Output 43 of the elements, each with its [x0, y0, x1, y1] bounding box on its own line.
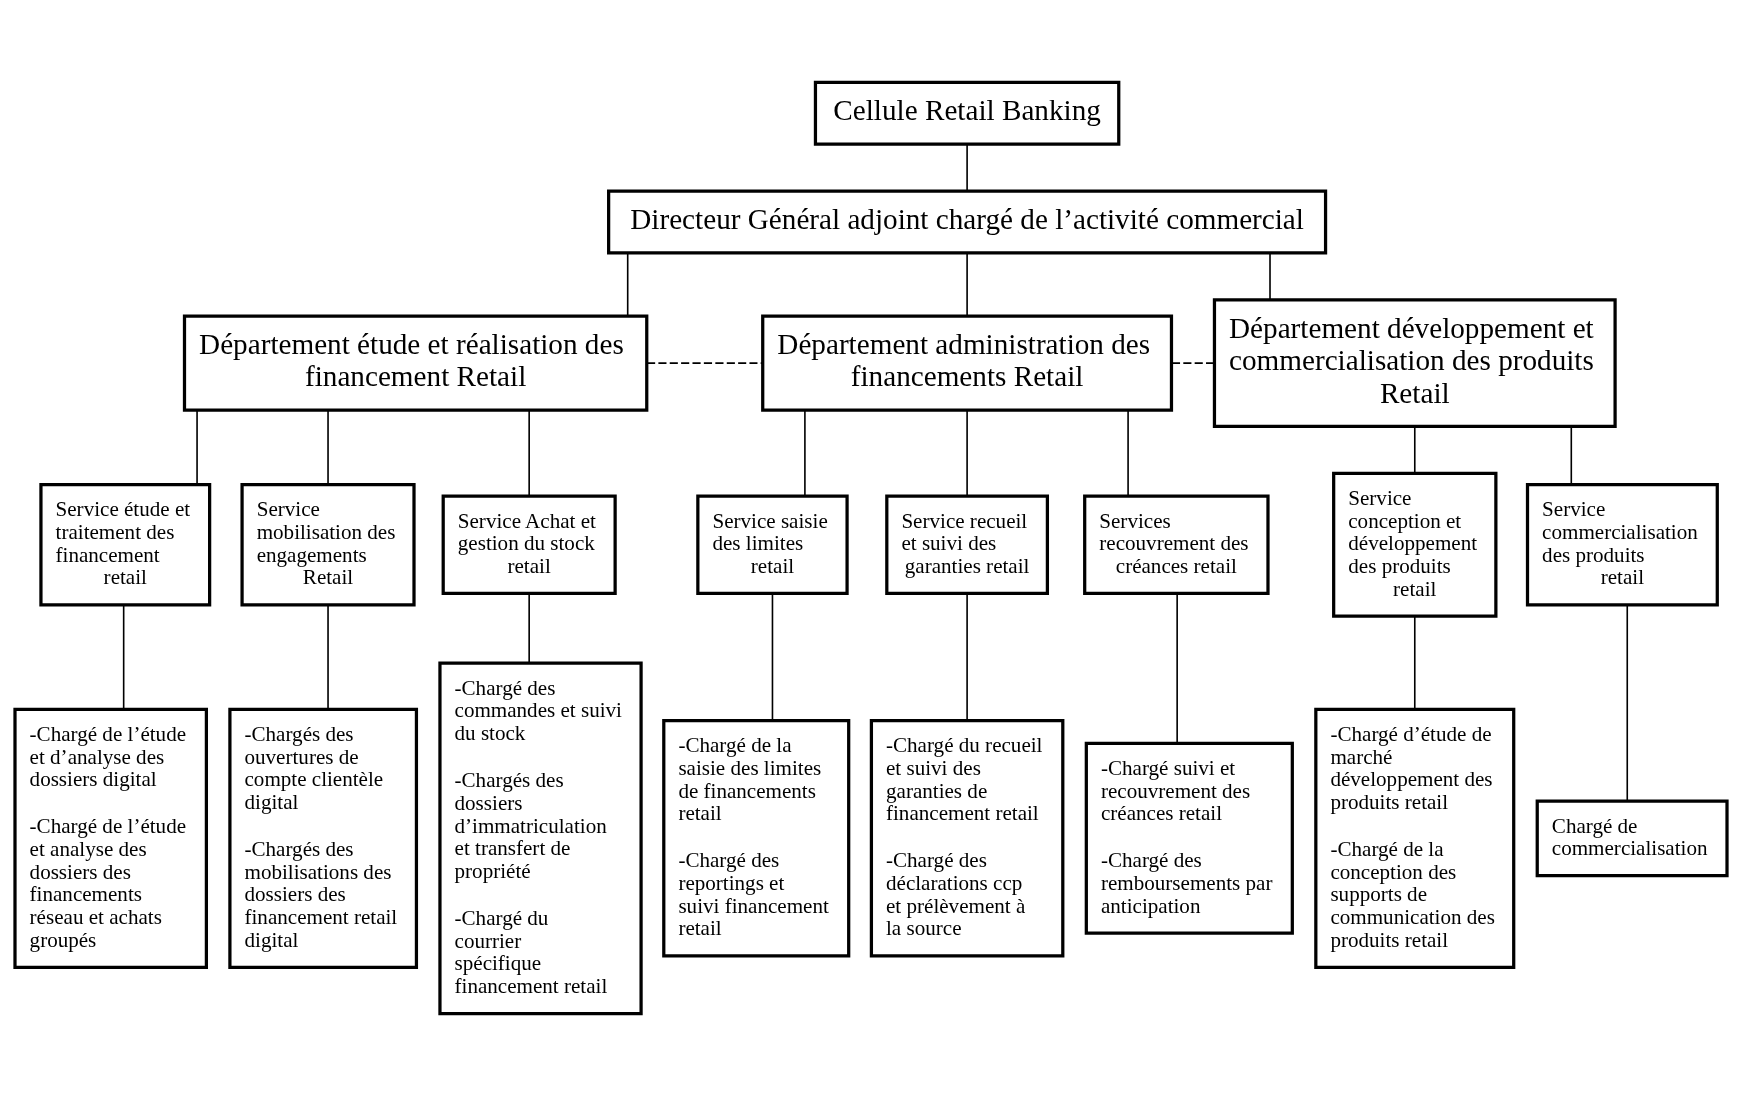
node-box: -Chargé suivi et recouvrement des créances retail -Chargé des remboursements par anticipation [1084, 741, 1294, 935]
connector [327, 409, 329, 486]
node-box: Directeur Général adjoint chargé de l’activité commercial [607, 189, 1328, 255]
node-box: Service recueil et suivi des garanties retail [885, 494, 1049, 596]
node-box: Chargé de commercialisation [1535, 799, 1729, 878]
node-box: Cellule Retail Banking [813, 80, 1121, 146]
node-box: Service conception et développement des produits retail [1332, 471, 1498, 618]
connector [646, 362, 764, 364]
connector [626, 252, 629, 317]
node-box: Département étude et réalisation des financement Retail [182, 314, 649, 412]
connector [1127, 409, 1129, 497]
node-box: -Chargé de l’étude et d’analyse des dossiers digital -Chargé de l’étude et analyse des dossiers des financements réseau et achats groupés [13, 707, 208, 969]
connector [1269, 252, 1271, 301]
connector [1413, 425, 1416, 474]
node-box: Service mobilisation des engagements Retail [240, 483, 416, 607]
connector [1413, 615, 1416, 710]
connector [1570, 425, 1573, 486]
connector [966, 593, 968, 722]
node-box: -Chargé de la saisie des limites de financements retail -Chargé des reportings et suivi financement retail [662, 719, 851, 958]
connector [966, 143, 968, 192]
node-box: Service saisie des limites retail [696, 494, 849, 596]
connector [1176, 593, 1178, 745]
node-box: -Chargé du recueil et suivi des garanties de financement retail -Chargé des déclarations ccp et prélèvement à la source [869, 719, 1065, 958]
connector [528, 593, 530, 664]
connector [327, 604, 329, 711]
node-box: -Chargés des ouvertures de compte clientèle digital -Chargés des mobilisations des dossiers des financement retail digital [228, 707, 419, 969]
connector [196, 409, 198, 486]
node-box: Département administration des financements Retail [761, 314, 1174, 412]
node-box: -Chargé d’étude de marché développement des produits retail -Chargé de la conception des supports de communication des produits retail [1314, 707, 1516, 969]
connector [966, 409, 968, 497]
node-box: Services recouvrement des créances retail [1083, 494, 1270, 596]
node-box: Service commercialisation des produits retail [1525, 483, 1719, 607]
connector [528, 409, 530, 497]
node-box: Service étude et traitement des financement retail [39, 483, 212, 607]
connector [1171, 362, 1215, 364]
node-box: Service Achat et gestion du stock retail [441, 494, 617, 596]
node-box: Département développement et commercialisation des produits Retail [1212, 298, 1617, 428]
node-box: -Chargé des commandes et suivi du stock -Chargés des dossiers d’immatriculation et transfert de propriété -Chargé du courrier spécifique financement retail [438, 661, 643, 1016]
connector [966, 252, 968, 317]
connector [804, 409, 806, 497]
connector [122, 604, 125, 711]
connector [1626, 604, 1629, 802]
connector [771, 593, 774, 722]
